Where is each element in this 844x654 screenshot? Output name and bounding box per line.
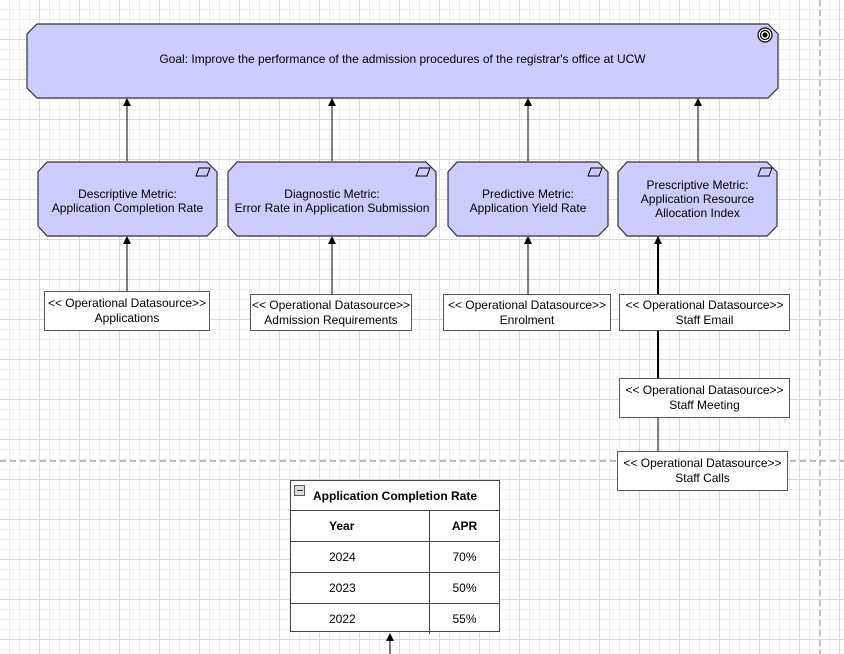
- cell-year: 2024: [291, 541, 430, 573]
- datasource-stereotype: << Operational Datasource>>: [251, 297, 411, 312]
- metric-parallelogram-icon: [415, 167, 431, 177]
- datasource-stereotype: << Operational Datasource>>: [447, 297, 607, 312]
- metric-prescriptive[interactable]: Prescriptive Metric: Application Resourc…: [617, 161, 778, 237]
- table-row: 2023 50%: [291, 572, 499, 604]
- completion-rate-table[interactable]: Application Completion Rate Year APR 202…: [290, 480, 500, 634]
- cell-year: 2022: [291, 603, 430, 634]
- column-header-apr: APR: [451, 519, 478, 533]
- datasource-name: Admission Requirements: [264, 312, 398, 327]
- metric-diagnostic[interactable]: Diagnostic Metric: Error Rate in Applica…: [227, 161, 437, 237]
- datasource-name: Staff Calls: [675, 471, 730, 485]
- table-row: 2022 55%: [291, 603, 499, 634]
- cell-apr: 50%: [429, 572, 499, 604]
- metric-predictive[interactable]: Predictive Metric: Application Yield Rat…: [447, 161, 609, 237]
- datasource-name: Staff Meeting: [669, 398, 740, 412]
- metric-label: Prescriptive Metric: Application Resourc…: [640, 178, 755, 220]
- table-header-row: Year APR: [291, 511, 499, 542]
- table-row: 2024 70%: [291, 541, 499, 573]
- datasource-staff-meeting[interactable]: << Operational Datasource>> Staff Meetin…: [619, 378, 790, 418]
- metric-label: Descriptive Metric: Application Completi…: [51, 187, 204, 215]
- datasource-name: Enrolment: [499, 312, 555, 327]
- datasource-stereotype: << Operational Datasource>>: [623, 456, 782, 470]
- goal-label: Goal: Improve the performance of the adm…: [159, 52, 646, 66]
- table-title: Application Completion Rate: [291, 481, 499, 511]
- datasource-name: Staff Email: [675, 312, 734, 327]
- metric-parallelogram-icon: [757, 167, 773, 177]
- table-grid: Year APR 2024 70% 2023 50% 2022 55%: [291, 511, 499, 634]
- datasource-applications[interactable]: << Operational Datasource>> Applications: [44, 291, 210, 331]
- cell-apr: 55%: [429, 603, 499, 634]
- datasource-enrolment[interactable]: << Operational Datasource>> Enrolment: [443, 294, 611, 331]
- datasource-name: Applications: [94, 311, 160, 325]
- metric-label: Diagnostic Metric: Error Rate in Applica…: [234, 187, 430, 215]
- cell-year: 2023: [291, 572, 430, 604]
- datasource-stereotype: << Operational Datasource>>: [47, 296, 207, 310]
- metric-parallelogram-icon: [587, 167, 603, 177]
- metric-descriptive[interactable]: Descriptive Metric: Application Completi…: [37, 161, 218, 237]
- metric-label: Predictive Metric: Application Yield Rat…: [469, 187, 587, 215]
- metric-parallelogram-icon: [195, 167, 211, 177]
- column-header-year: Year: [291, 511, 430, 542]
- cell-apr: 70%: [429, 541, 499, 573]
- datasource-stereotype: << Operational Datasource>>: [625, 297, 784, 312]
- datasource-stereotype: << Operational Datasource>>: [625, 383, 784, 397]
- datasource-staff-calls[interactable]: << Operational Datasource>> Staff Calls: [617, 451, 788, 491]
- collapse-icon[interactable]: [294, 485, 305, 496]
- goal-node[interactable]: Goal: Improve the performance of the adm…: [26, 23, 779, 99]
- datasource-staff-email[interactable]: << Operational Datasource>> Staff Email: [619, 294, 790, 331]
- goal-target-icon: [757, 27, 773, 43]
- datasource-admission-requirements[interactable]: << Operational Datasource>> Admission Re…: [250, 294, 412, 331]
